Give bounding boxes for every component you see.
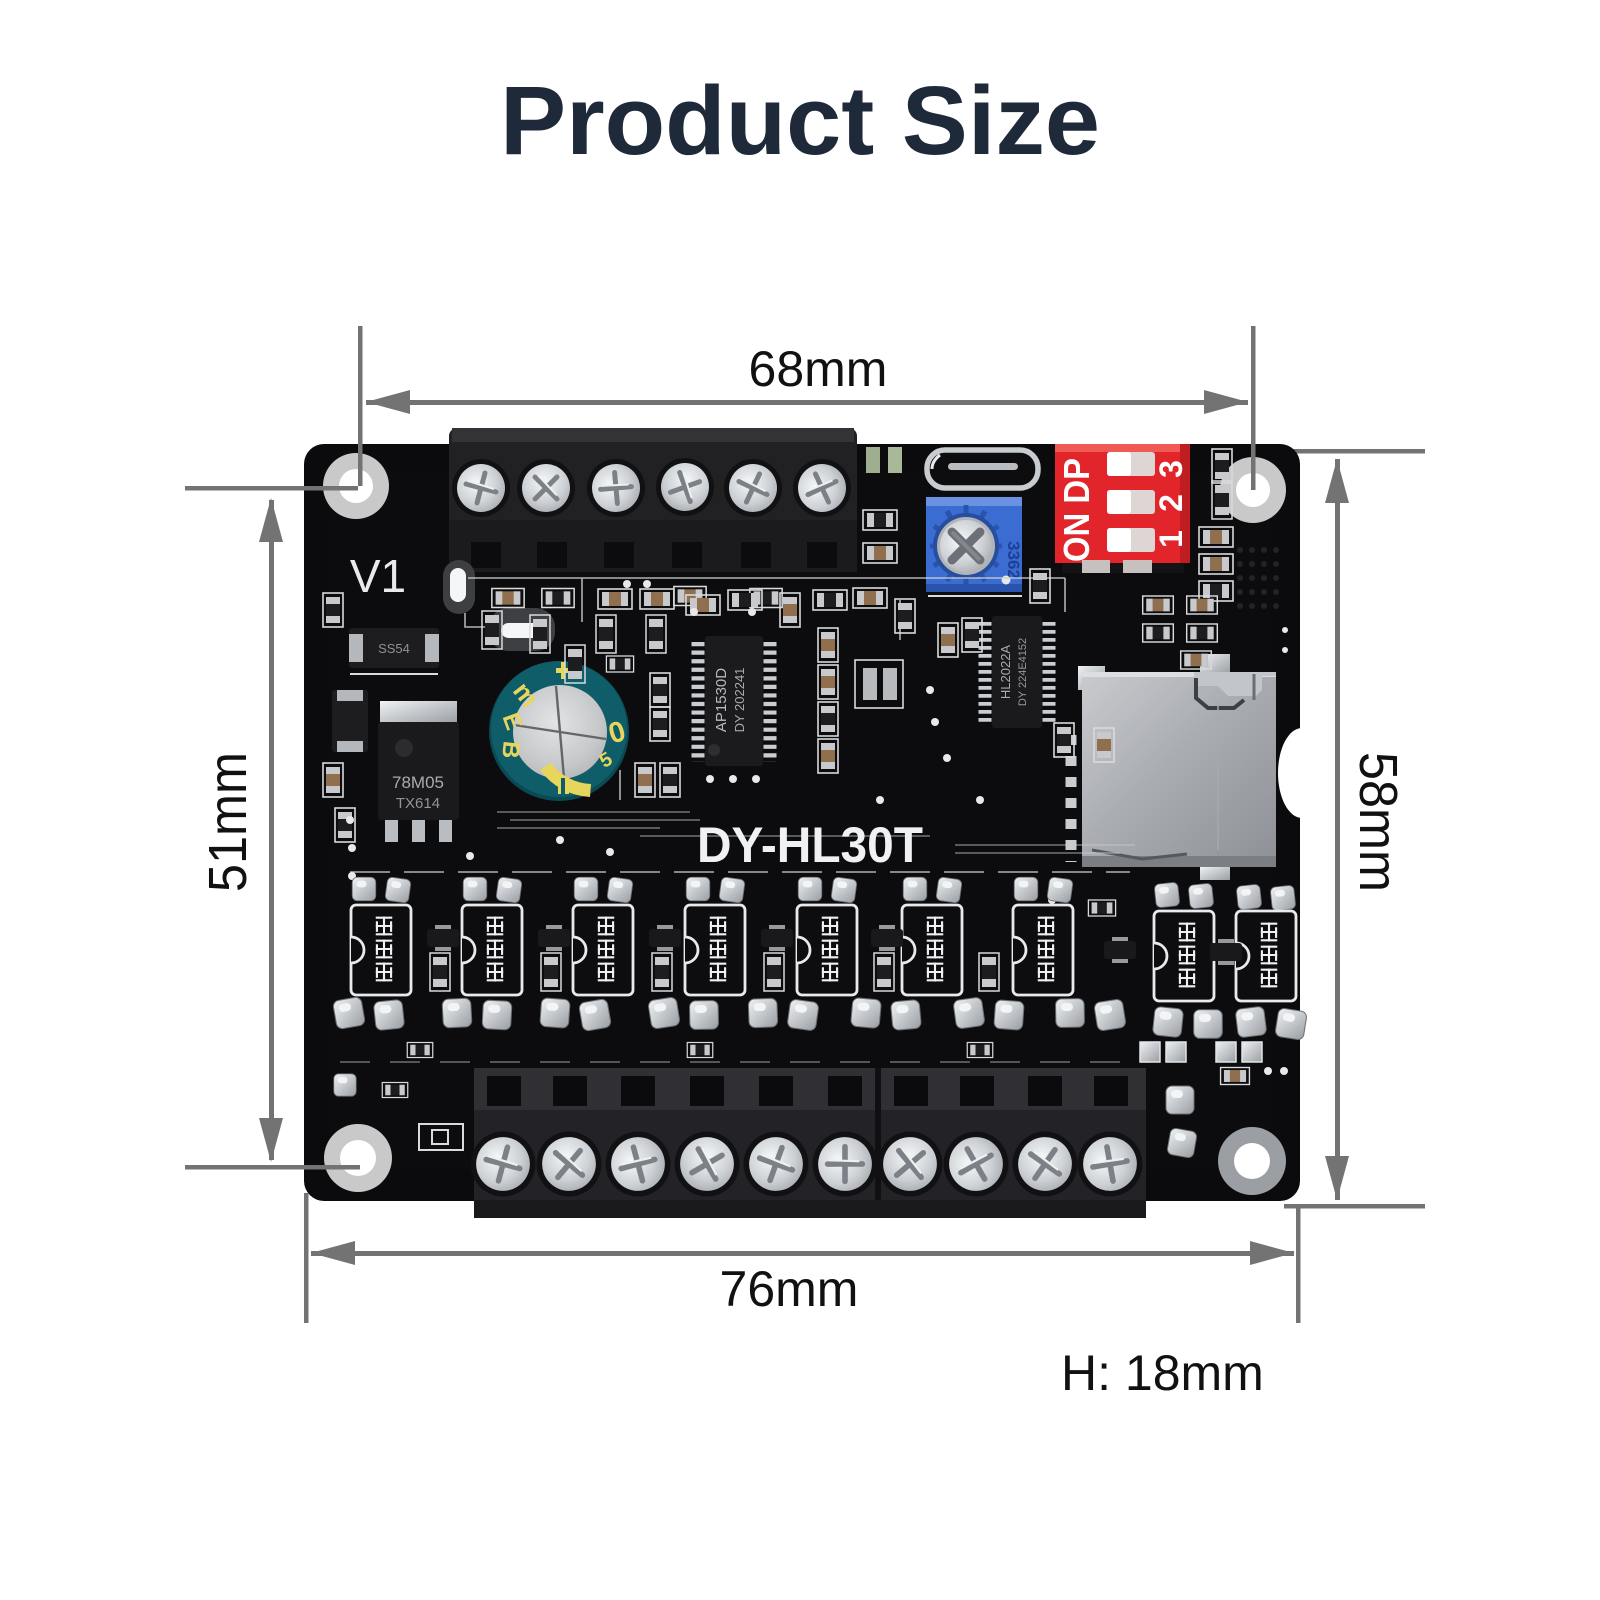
- svg-text:76mm: 76mm: [720, 1261, 859, 1317]
- svg-text:ON DP: ON DP: [1056, 458, 1097, 562]
- svg-text:DY-HL30T: DY-HL30T: [697, 817, 923, 873]
- svg-text:3362: 3362: [1004, 541, 1023, 579]
- svg-text:51mm: 51mm: [198, 752, 258, 892]
- svg-text:78M05: 78M05: [392, 773, 444, 792]
- svg-text:Product Size: Product Size: [500, 66, 1100, 175]
- svg-text:68mm: 68mm: [749, 341, 888, 397]
- svg-text:H: 18mm: H: 18mm: [1061, 1345, 1264, 1401]
- svg-text:DY 224E4152: DY 224E4152: [1017, 638, 1029, 706]
- svg-text:2: 2: [1153, 494, 1189, 512]
- svg-text:1: 1: [1153, 530, 1189, 548]
- svg-text:SS54: SS54: [378, 641, 410, 656]
- svg-text:DY 202241: DY 202241: [732, 668, 747, 733]
- svg-text:TX614: TX614: [396, 795, 440, 812]
- svg-text:B: B: [496, 740, 525, 760]
- svg-text:V1: V1: [350, 550, 406, 602]
- svg-text:HL2022A: HL2022A: [998, 645, 1013, 700]
- svg-text:AP1530D: AP1530D: [713, 668, 730, 732]
- svg-text:3: 3: [1153, 460, 1189, 478]
- svg-text:58mm: 58mm: [1348, 752, 1408, 892]
